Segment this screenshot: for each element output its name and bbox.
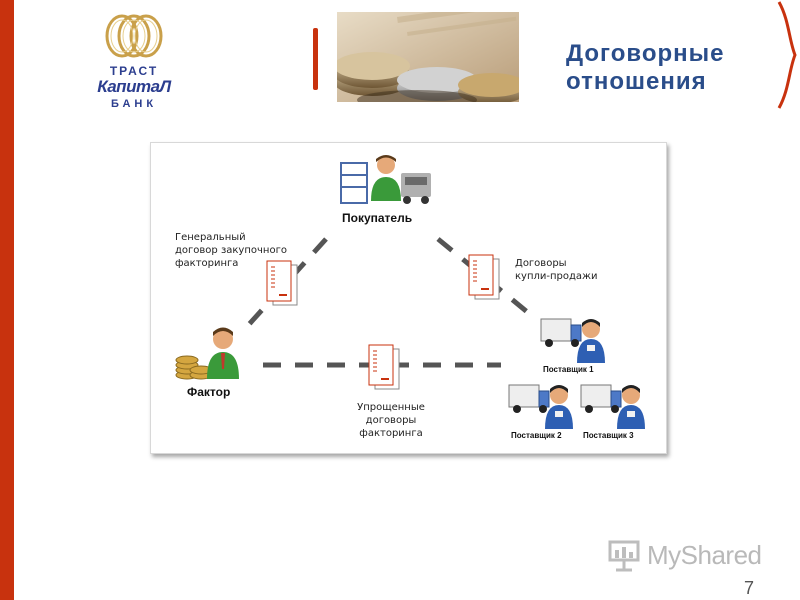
contract-document-icon [468, 254, 500, 300]
right-bracket-decoration [777, 1, 797, 109]
simplified-contract-line3: факторинга [359, 428, 423, 439]
logo-text-trast: ТРАСТ [109, 64, 159, 78]
general-contract-line1: Генеральный [175, 232, 246, 243]
slide-title-line2: отношения [566, 68, 707, 95]
slide-title-line1: Договорные [566, 40, 725, 67]
connector-buyer-factor [241, 237, 328, 333]
slide-title: Договорные отношения [566, 40, 756, 96]
supplier-truck-icon [580, 384, 645, 429]
buyer-label: Покупатель [342, 211, 413, 225]
logo-text-bank: БАНК [110, 98, 158, 110]
header-divider [313, 28, 318, 90]
general-contract-label: Генеральный договор закупочного факторин… [175, 231, 287, 270]
page-number: 7 [744, 578, 755, 598]
sales-contract-line2: купли-продажи [515, 271, 598, 282]
coins-photo [337, 12, 519, 102]
factor-icon [175, 327, 239, 380]
simplified-contract-label: Упрощенные договоры факторинга [351, 401, 431, 440]
watermark-text: MyShared [647, 540, 762, 570]
diagram-connectors [241, 237, 533, 368]
connector-buyer-supplier [436, 237, 533, 317]
simplified-contract-line2: договоры [365, 415, 417, 426]
simplified-contract-line1: Упрощенные [357, 402, 425, 413]
presentation-board-icon [608, 540, 640, 572]
logo-rings-icon [105, 14, 163, 58]
buyer-icon [340, 155, 431, 204]
supplier-truck-icon [540, 318, 605, 363]
contract-diagram: Покупатель Генеральный договор закупочно… [150, 142, 667, 454]
sales-contract-label: Договоры купли-продажи [515, 257, 598, 283]
watermark: MyShared [607, 538, 767, 572]
general-contract-line3: факторинга [175, 258, 239, 269]
supplier1-label: Поставщик 1 [543, 365, 594, 374]
sales-contract-line1: Договоры [515, 258, 567, 269]
contract-document-icon [368, 344, 400, 390]
factor-label: Фактор [187, 385, 231, 399]
left-accent-bar [0, 0, 14, 600]
supplier3-label: Поставщик 3 [583, 431, 634, 440]
logo-text-kapital: КапитаЛ [97, 77, 171, 96]
bank-logo: ТРАСТ КапитаЛ БАНК [92, 10, 176, 110]
supplier-truck-icon [508, 384, 573, 429]
supplier2-label: Поставщик 2 [511, 431, 562, 440]
general-contract-line2: договор закупочного [175, 245, 287, 256]
contract-document-icon [266, 260, 298, 306]
